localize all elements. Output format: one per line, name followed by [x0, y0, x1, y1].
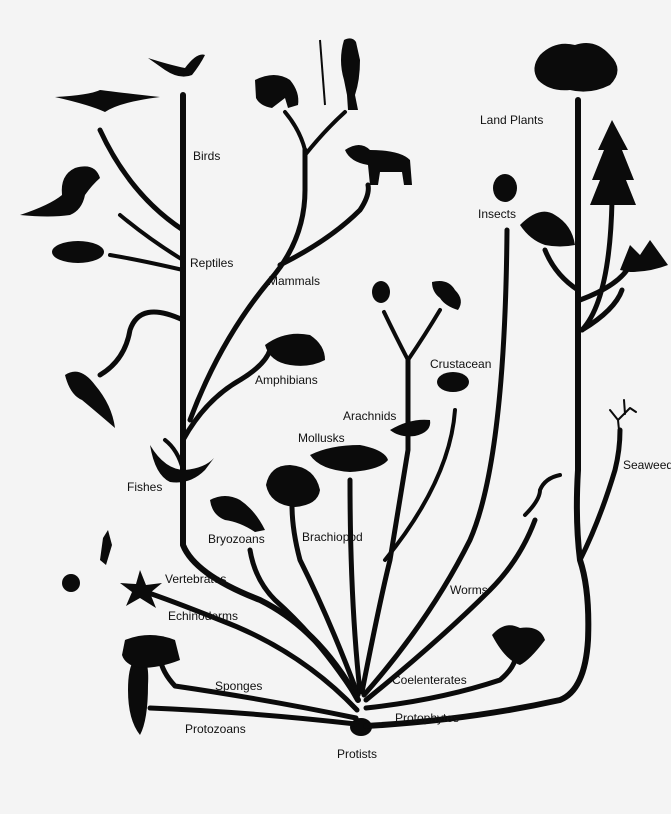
labels: Protists Protozoans Sponges Echinoderms … — [127, 113, 671, 761]
label-reptiles: Reptiles — [190, 256, 233, 270]
sponge-icon — [122, 635, 180, 668]
organism-silhouettes — [20, 38, 668, 735]
branch-fern — [545, 250, 578, 290]
zebra-icon — [345, 145, 412, 185]
label-sponges: Sponges — [215, 679, 262, 693]
broad-tree-icon — [534, 43, 617, 92]
scorpion-icon — [432, 281, 461, 310]
pterodactyl-icon — [55, 90, 160, 112]
branch-reptiles — [100, 312, 183, 375]
label-protozoans: Protozoans — [185, 722, 246, 736]
gorilla-icon — [255, 75, 298, 108]
seaweed-icon — [610, 400, 636, 440]
label-coelenterates: Coelenterates — [392, 673, 467, 687]
worm-icon — [525, 475, 560, 515]
frog-icon — [265, 334, 325, 366]
spider-icon — [372, 281, 390, 303]
echinoderm-small-icon — [100, 530, 112, 565]
branch-mammals-left — [285, 112, 305, 150]
cactus-icon — [620, 240, 668, 272]
label-crustacean: Crustacean — [430, 357, 491, 371]
reptile-fish-icon — [65, 372, 115, 428]
branch-arachnids — [384, 312, 408, 360]
label-amphibians: Amphibians — [255, 373, 318, 387]
branch-turtle — [110, 255, 183, 270]
label-worms: Worms — [450, 583, 488, 597]
label-fishes: Fishes — [127, 480, 162, 494]
label-mollusks: Mollusks — [298, 431, 345, 445]
fern-icon — [520, 212, 575, 247]
label-vertebrates: Vertebrates — [165, 572, 226, 586]
branch-mollusks — [350, 480, 360, 692]
beetle-icon — [493, 174, 517, 202]
pine-tree-icon — [590, 120, 636, 205]
branch-amphibians — [183, 350, 270, 440]
label-insects: Insects — [478, 207, 516, 221]
branch-mammals-right — [305, 112, 345, 155]
coelenterate-icon — [492, 625, 545, 665]
branch-crustacean-top — [408, 310, 440, 360]
protozoan-icon — [128, 658, 148, 735]
bird-icon — [148, 55, 205, 77]
turtle-icon — [52, 241, 104, 263]
label-protophytes: Protophytes — [395, 711, 459, 725]
branch-reptiles-upper — [100, 130, 183, 230]
label-birds: Birds — [193, 149, 220, 163]
label-bryozoans: Bryozoans — [208, 532, 265, 546]
crab-icon — [437, 372, 469, 392]
starfish-icon — [120, 570, 162, 608]
brachiopod-icon — [266, 465, 320, 507]
human-icon — [341, 38, 360, 110]
label-brachiopod: Brachiopod — [302, 530, 363, 544]
bryozoan-icon — [210, 496, 265, 532]
branch-mammals-zebra — [280, 185, 368, 265]
label-echinoderms: Echinoderms — [168, 609, 238, 623]
label-mammals: Mammals — [268, 274, 320, 288]
mollusk-icon — [310, 445, 388, 472]
label-seaweed: Seaweed — [623, 458, 671, 472]
label-arachnids: Arachnids — [343, 409, 396, 423]
small-sponge-icon — [62, 574, 80, 592]
dinosaur-icon — [20, 166, 100, 216]
human-staff-icon — [320, 40, 325, 105]
label-protists: Protists — [337, 747, 377, 761]
label-land-plants: Land Plants — [480, 113, 543, 127]
branch-seaweed — [580, 430, 620, 560]
